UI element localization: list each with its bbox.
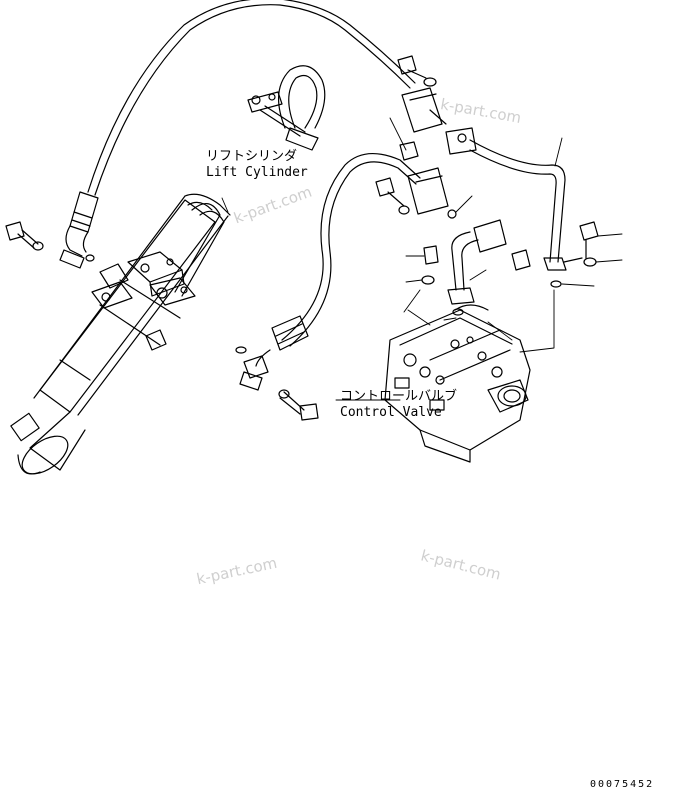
document-number: 00075452 bbox=[590, 779, 655, 790]
cylinder-clamp-left bbox=[91, 281, 133, 309]
hose-cylinder-short bbox=[174, 203, 225, 297]
cylinder-port-block bbox=[99, 263, 167, 351]
lift-cylinder bbox=[10, 193, 231, 475]
control-valve bbox=[384, 304, 531, 463]
control-valve-label-jp: コントロールバルブ bbox=[340, 389, 458, 404]
steel-tube-lower bbox=[421, 231, 479, 316]
hose-clamp-loop bbox=[247, 65, 326, 151]
steel-tube-upper bbox=[469, 139, 599, 288]
cylinder-clamp-upper bbox=[127, 251, 185, 297]
control-valve-label-en: Control Valve bbox=[340, 405, 442, 420]
hose-cylinder-to-valve-lower bbox=[235, 153, 421, 379]
lift-cylinder-label-jp: リフトシリンダ bbox=[206, 149, 298, 164]
bolt-left-upper bbox=[5, 221, 95, 262]
bolt-middle bbox=[375, 167, 531, 271]
cylinder-clamp-lower bbox=[149, 277, 196, 306]
leader-lines bbox=[221, 117, 623, 401]
hose-cylinder-to-valve-upper bbox=[59, 0, 416, 269]
bolt-left-lower bbox=[239, 371, 319, 421]
bolt-top-right bbox=[397, 55, 477, 161]
lift-cylinder-label-en: Lift Cylinder bbox=[206, 165, 308, 180]
